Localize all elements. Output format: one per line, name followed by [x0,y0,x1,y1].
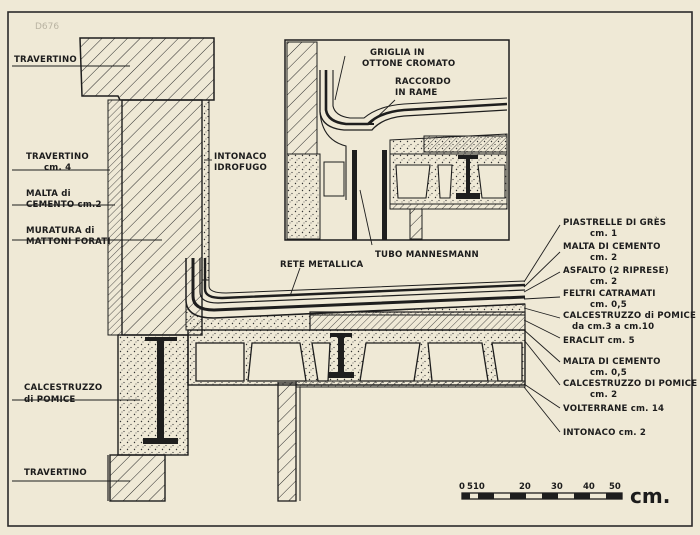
label-layer-9: VOLTERRANE cm. 14 [563,404,665,414]
scale-tick-50: 50 [609,482,621,492]
scale-bar [461,492,623,500]
label-raccordo-1: RACCORDO [395,77,451,87]
label-intonaco-1: INTONACO [214,152,267,162]
label-layer-1-sub: cm. 1 [590,229,618,239]
label-layer-7: MALTA DI CEMENTO [563,357,661,367]
label-layer-8-sub: cm. 2 [590,390,618,400]
label-intonaco-2: IDROFUGO [214,163,268,173]
label-tubo: TUBO MANNESMANN [375,250,479,260]
label-griglia-1: GRIGLIA IN [370,48,425,58]
label-layer-2-sub: cm. 2 [590,253,618,263]
label-layer-5: CALCESTRUZZO di POMICE [563,311,697,321]
scale-tick-20: 20 [519,482,531,492]
label-travertino-top: TRAVERTINO [14,55,77,65]
label-raccordo-2: IN RAME [395,88,438,98]
label-travertino-mid: TRAVERTINO [26,152,89,162]
label-calcestruzzo-1: CALCESTRUZZO [24,383,103,393]
label-rete: RETE METALLICA [280,260,364,270]
label-malta-2: CEMENTO cm.2 [26,200,102,210]
label-muratura-2: MATTONI FORATI [26,237,111,247]
scale-tick-40: 40 [583,482,595,492]
label-layer-5-sub: da cm.3 a cm.10 [572,322,655,332]
scale-tick-0: 0 [459,482,465,492]
label-layer-2: MALTA DI CEMENTO [563,242,661,252]
label-layer-7-sub: cm. 0,5 [590,368,627,378]
scale-tick-10: 10 [473,482,485,492]
label-griglia-2: OTTONE CROMATO [362,59,456,69]
label-travertino-mid-sub: cm. 4 [44,163,72,173]
label-layer-1: PIASTRELLE DI GRÈS [563,218,667,228]
label-calcestruzzo-2: di POMICE [24,395,76,405]
label-travertino-bottom: TRAVERTINO [24,468,87,478]
label-malta-1: MALTA di [26,189,71,199]
label-muratura-1: MURATURA di [26,226,95,236]
scale-tick-30: 30 [551,482,563,492]
label-layer-4: FELTRI CATRAMATI [563,289,656,299]
label-layer-6: ERACLIT cm. 5 [563,336,635,346]
label-layer-3-sub: cm. 2 [590,277,618,287]
label-layer-4-sub: cm. 0,5 [590,300,627,310]
label-layer-10: INTONACO cm. 2 [563,428,647,438]
scale-tick-5: 5 [467,482,473,492]
scale-unit: cm. [630,484,671,508]
label-layer-3: ASFALTO (2 RIPRESE) [563,266,669,276]
sheet-stamp: D676 [35,22,60,32]
label-layer-8: CALCESTRUZZO DI POMICE [563,379,698,389]
